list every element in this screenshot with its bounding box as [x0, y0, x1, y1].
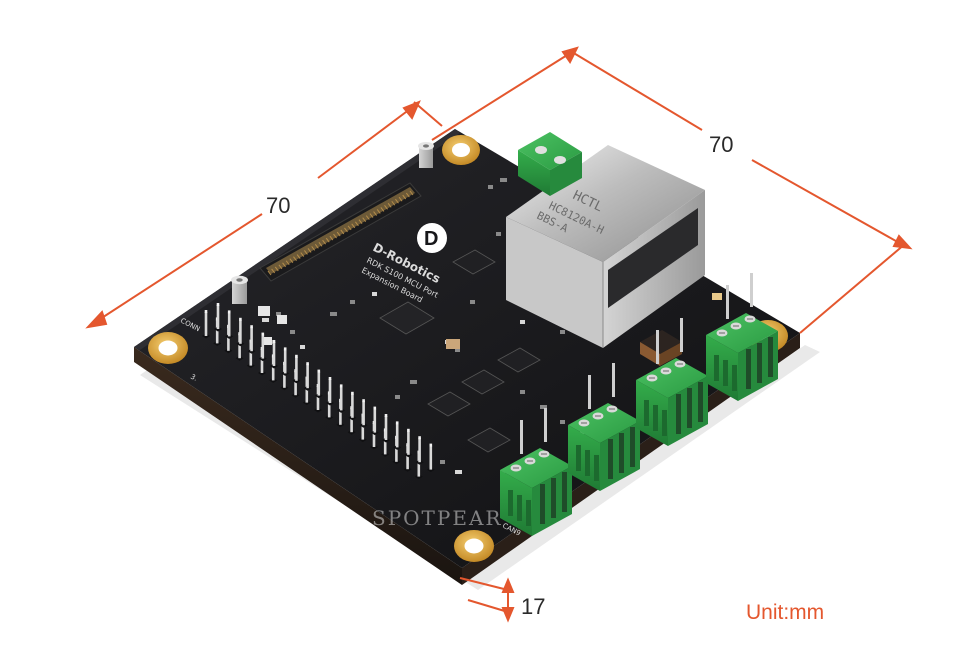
- board-to-board-connector: [259, 182, 422, 282]
- dimension-line-right: [431, 46, 913, 334]
- led-indicator: [712, 293, 722, 300]
- transceiver-chip-3: [461, 369, 505, 395]
- watermark: SPOTPEAR: [372, 506, 502, 530]
- brand-logo: D: [417, 223, 447, 253]
- mounting-hole-left: [148, 332, 188, 364]
- inductor: [640, 330, 682, 366]
- pin-header: [202, 303, 435, 480]
- dimension-line-left: [85, 100, 443, 329]
- terminal-block-4: [706, 273, 778, 401]
- standoff-top: [418, 142, 434, 168]
- transceiver-chip-5: [467, 427, 511, 453]
- mounting-hole-bottom: [454, 530, 494, 562]
- unit-label: Unit:mm: [746, 601, 824, 624]
- mounting-hole-top: [442, 135, 480, 165]
- transceiver-chip-1: [452, 249, 496, 275]
- terminal-block-3: [636, 318, 708, 446]
- dimension-height-value: 17: [521, 594, 545, 619]
- main-controller-chip: [379, 301, 435, 335]
- standoff-left: [231, 275, 248, 304]
- terminal-block-top: [518, 132, 582, 196]
- dimension-right-value: 70: [709, 132, 733, 157]
- svg-text:D: D: [424, 228, 438, 250]
- pin-label: 3.: [189, 373, 199, 383]
- transceiver-chip-2: [497, 347, 541, 373]
- terminal-block-2: [568, 363, 640, 491]
- rj45-ethernet-jack: HCTL HC8120A-H BBS-A: [506, 145, 705, 348]
- terminal-block-1: [500, 408, 572, 536]
- dimension-left-value: 70: [266, 193, 290, 218]
- transceiver-chip-4: [427, 391, 471, 417]
- dimension-line-height: [459, 577, 515, 623]
